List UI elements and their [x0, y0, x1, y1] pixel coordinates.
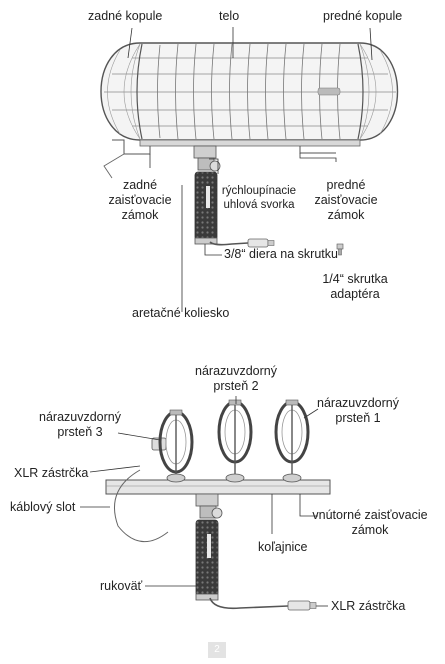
- label-front-lock: predné zaisťovacie zámok: [305, 178, 387, 223]
- label-rail: koľajnice: [258, 540, 308, 555]
- label-front-lock-line2: zaisťovacie: [305, 193, 387, 208]
- label-screw-hole: 3/8“ diera na skrutku: [224, 247, 338, 262]
- label-rear-lock-line2: zaisťovacie: [100, 193, 180, 208]
- label-ring-2-line1: nárazuvzdorný: [190, 364, 282, 379]
- label-ring-1: nárazuvzdorný prsteň 1: [312, 396, 404, 426]
- label-ring-3: nárazuvzdorný prsteň 3: [34, 410, 126, 440]
- label-adapter-screw: 1/4“ skrutka adaptéra: [318, 272, 392, 302]
- label-body: telo: [219, 9, 239, 24]
- label-rear-lock-line3: zámok: [100, 208, 180, 223]
- label-xlr-bottom: XLR zástrčka: [331, 599, 405, 614]
- label-handle: rukoväť: [100, 579, 142, 594]
- label-inner-lock: vnútorné zaisťovacie zámok: [302, 508, 438, 538]
- page-number: 2: [208, 642, 226, 658]
- label-xlr-top: XLR zástrčka: [14, 466, 88, 481]
- label-quick-clamp-line1: rýchloupínacie: [218, 184, 300, 198]
- label-ring-1-line2: prsteň 1: [312, 411, 404, 426]
- label-front-lock-line3: zámok: [305, 208, 387, 223]
- label-adapter-screw-line1: 1/4“ skrutka: [318, 272, 392, 287]
- label-cable-slot: káblový slot: [10, 500, 75, 515]
- label-rear-cap: zadné kopule: [88, 9, 162, 24]
- blimp-illustration: [101, 43, 398, 255]
- label-quick-clamp-line2: uhlová svorka: [218, 198, 300, 212]
- label-ring-3-line1: nárazuvzdorný: [34, 410, 126, 425]
- label-inner-lock-line1: vnútorné zaisťovacie: [302, 508, 438, 523]
- label-ring-3-line2: prsteň 3: [34, 425, 126, 440]
- label-inner-lock-line2: zámok: [302, 523, 438, 538]
- label-ring-2-line2: prsteň 2: [190, 379, 282, 394]
- label-ring-1-line1: nárazuvzdorný: [312, 396, 404, 411]
- label-front-cap: predné kopule: [323, 9, 402, 24]
- label-lock-wheel: aretačné koliesko: [132, 306, 229, 321]
- label-ring-2: nárazuvzdorný prsteň 2: [190, 364, 282, 394]
- label-rear-lock: zadné zaisťovacie zámok: [100, 178, 180, 223]
- label-quick-clamp: rýchloupínacie uhlová svorka: [218, 184, 300, 212]
- label-adapter-screw-line2: adaptéra: [318, 287, 392, 302]
- label-front-lock-line1: predné: [305, 178, 387, 193]
- label-rear-lock-line1: zadné: [100, 178, 180, 193]
